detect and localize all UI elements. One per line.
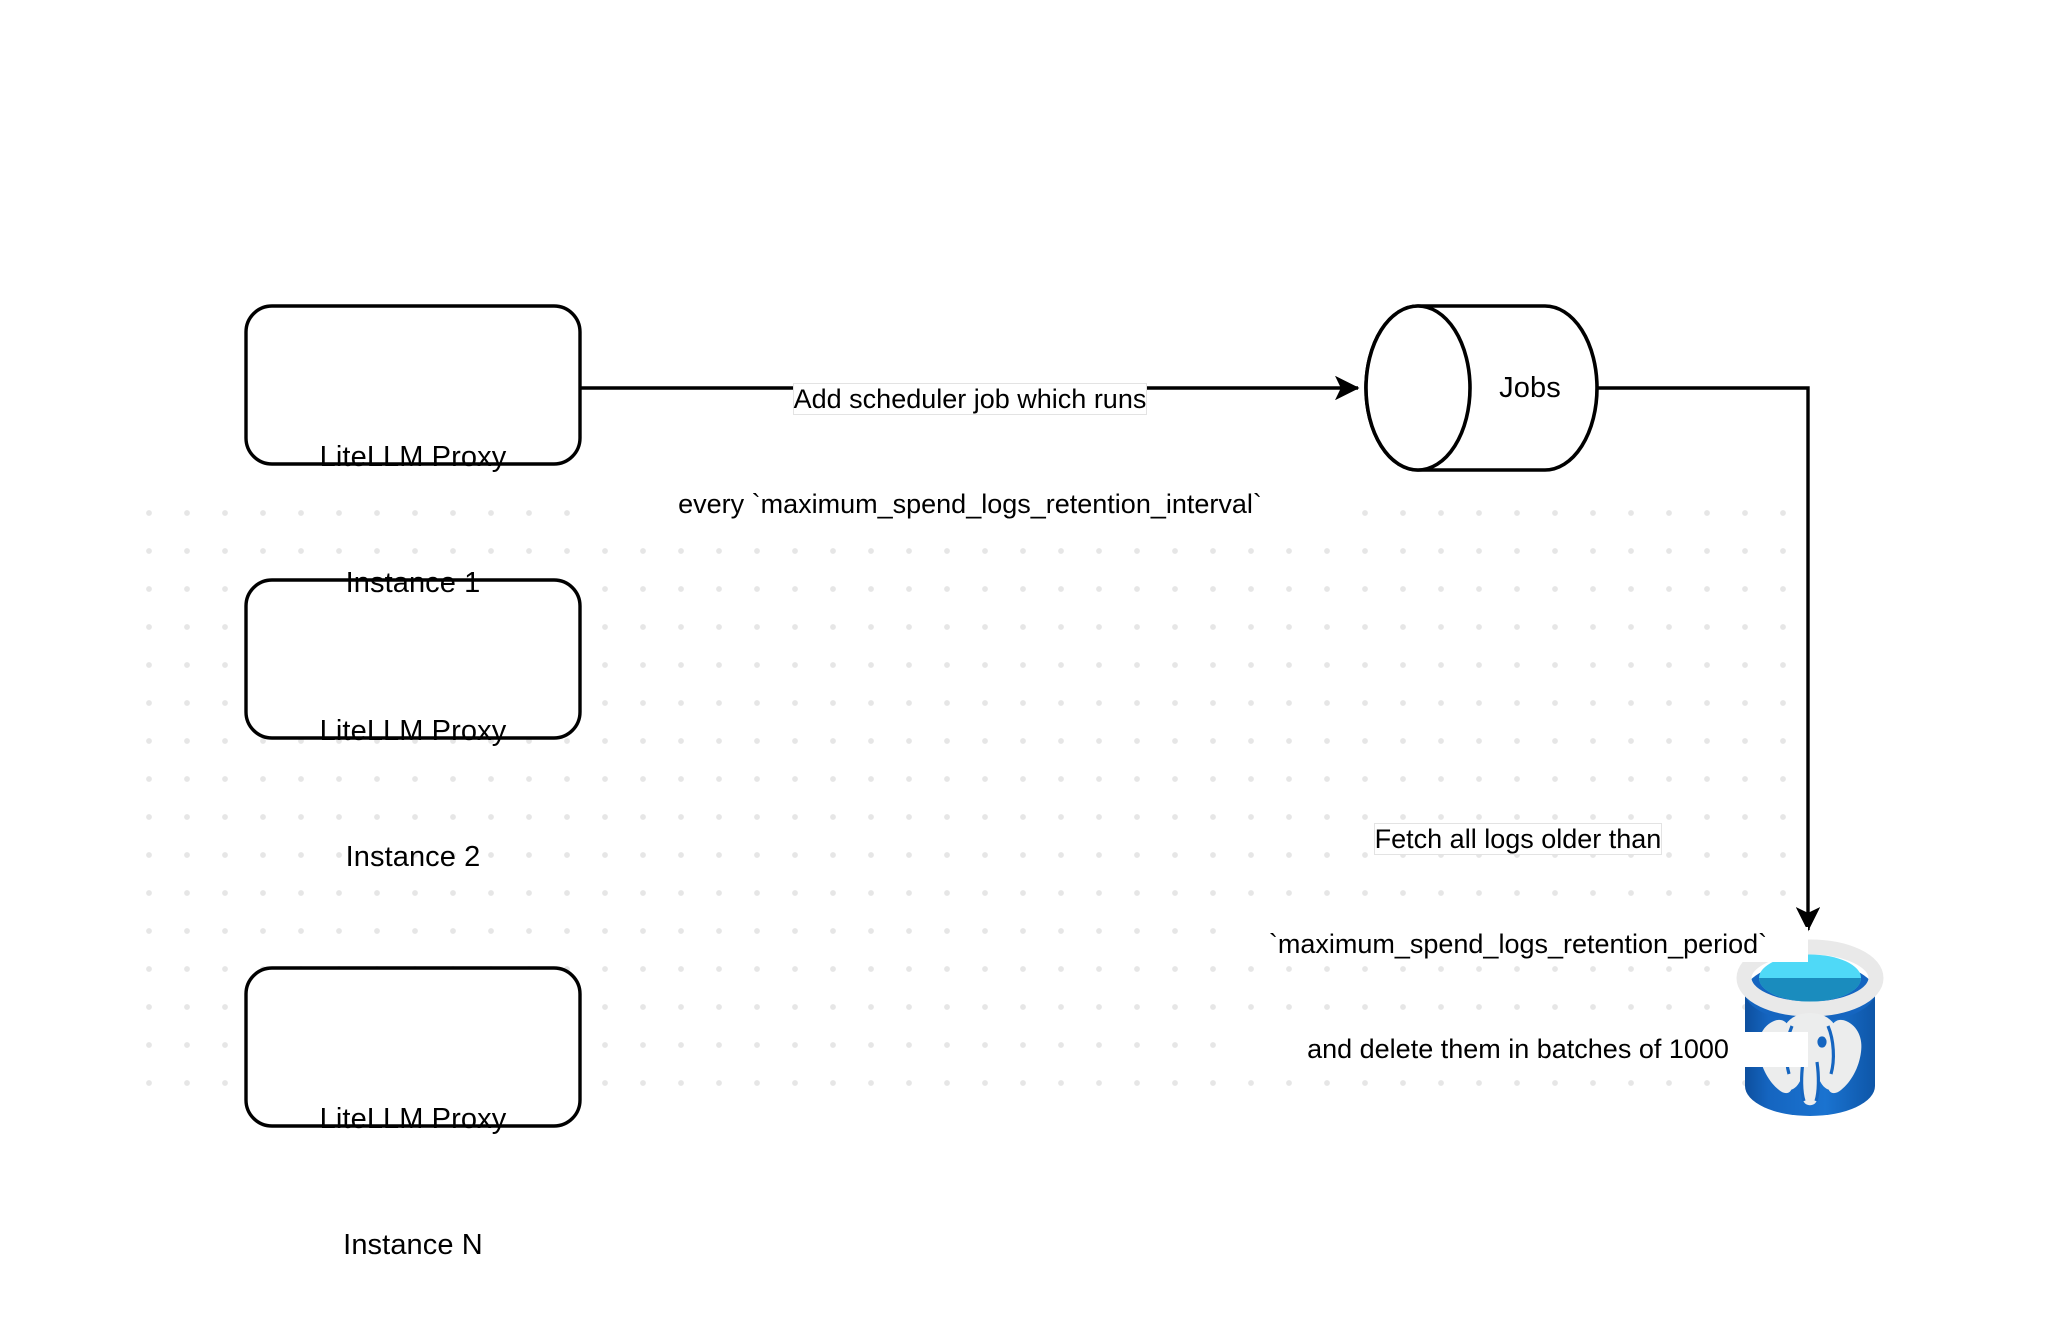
edge-schedule-label: Add scheduler job which runs every `maxi… bbox=[590, 312, 1350, 592]
node-instance-n[interactable] bbox=[244, 966, 582, 1128]
edge-schedule-label-line-1: Add scheduler job which runs bbox=[590, 382, 1350, 417]
node-instance-2[interactable] bbox=[244, 578, 582, 740]
node-instance-1[interactable] bbox=[244, 304, 582, 466]
edge-delete-label-line-3: and delete them in batches of 1000 bbox=[1228, 1032, 1808, 1067]
edge-delete-label-line-1: Fetch all logs older than bbox=[1228, 822, 1808, 857]
edge-delete-highlight: Fetch all logs older than bbox=[1374, 824, 1662, 854]
edge-delete-arrow bbox=[1597, 386, 1821, 932]
edge-schedule-label-line-2: every `maximum_spend_logs_retention_inte… bbox=[590, 487, 1350, 522]
node-jobs-cylinder[interactable] bbox=[1364, 304, 1599, 472]
edge-schedule-highlight: Add scheduler job which runs bbox=[793, 384, 1147, 414]
edge-delete-label-line-2: `maximum_spend_logs_retention_period` bbox=[1228, 927, 1808, 962]
edge-delete-label: Fetch all logs older than `maximum_spend… bbox=[1228, 752, 1808, 1137]
